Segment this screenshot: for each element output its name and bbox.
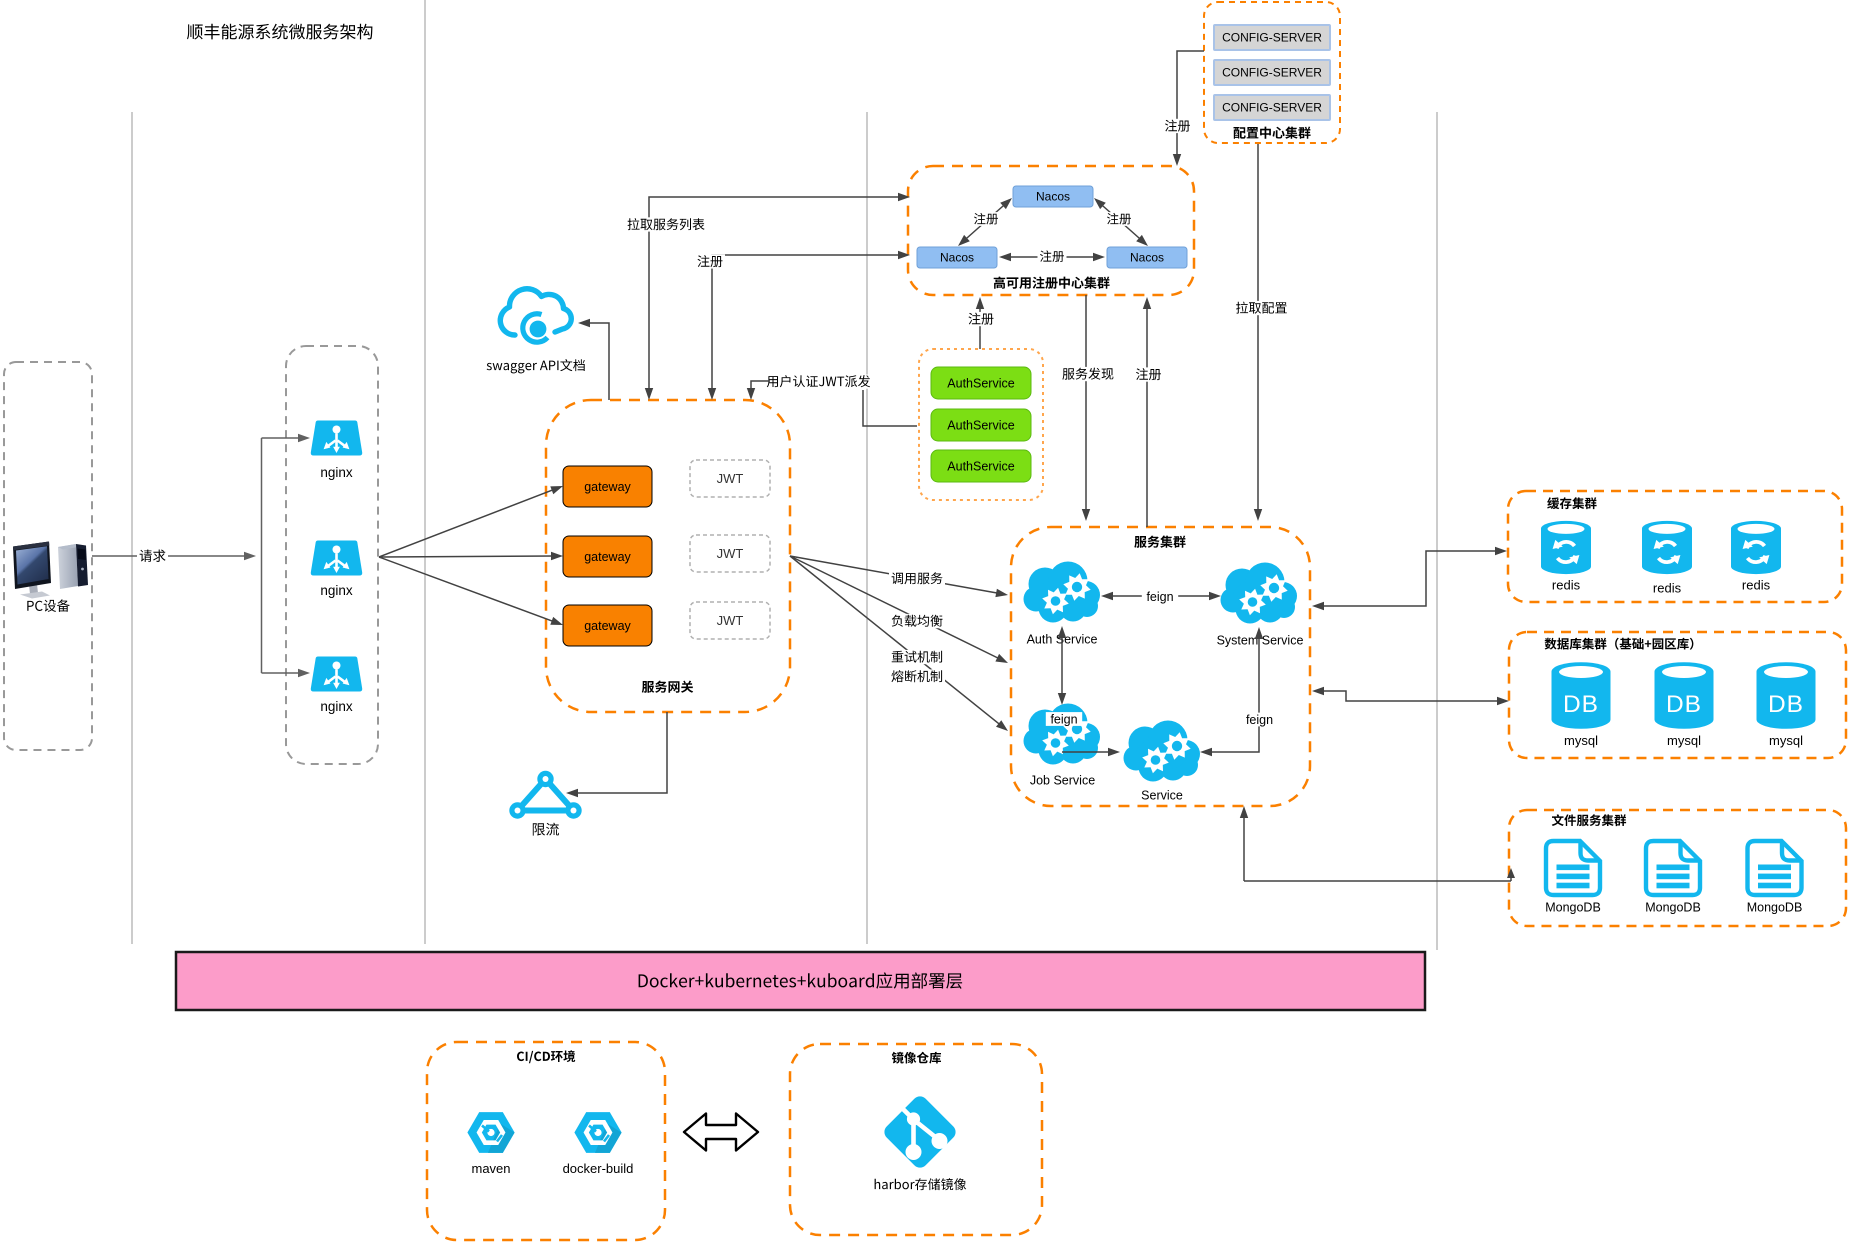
svg-text:mysql: mysql [1667, 733, 1701, 748]
svg-text:Nacos: Nacos [1130, 251, 1164, 265]
svg-text:nginx: nginx [320, 583, 353, 598]
svg-text:AuthService: AuthService [947, 459, 1014, 473]
svg-text:mysql: mysql [1769, 733, 1803, 748]
svg-text:System Service: System Service [1217, 633, 1304, 647]
svg-text:Job Service: Job Service [1030, 773, 1095, 787]
svg-text:docker-build: docker-build [563, 1161, 634, 1176]
svg-text:CONFIG-SERVER: CONFIG-SERVER [1222, 66, 1322, 80]
svg-text:maven: maven [471, 1161, 510, 1176]
svg-text:gateway: gateway [584, 550, 631, 564]
svg-text:JWT: JWT [717, 471, 744, 486]
svg-text:feign: feign [1050, 712, 1077, 726]
svg-text:CONFIG-SERVER: CONFIG-SERVER [1222, 31, 1322, 45]
svg-text:Nacos: Nacos [1036, 190, 1070, 204]
svg-text:redis: redis [1552, 578, 1581, 593]
svg-text:CONFIG-SERVER: CONFIG-SERVER [1222, 101, 1322, 115]
svg-text:MongoDB: MongoDB [1545, 900, 1601, 914]
svg-text:MongoDB: MongoDB [1747, 900, 1803, 914]
svg-text:gateway: gateway [584, 619, 631, 633]
svg-text:JWT: JWT [717, 613, 744, 628]
svg-text:feign: feign [1246, 713, 1273, 727]
svg-text:redis: redis [1742, 578, 1771, 593]
svg-text:JWT: JWT [717, 546, 744, 561]
svg-text:Service: Service [1141, 788, 1183, 802]
svg-text:gateway: gateway [584, 480, 631, 494]
svg-text:nginx: nginx [320, 465, 353, 480]
svg-text:AuthService: AuthService [947, 376, 1014, 390]
svg-text:mysql: mysql [1564, 733, 1598, 748]
svg-text:redis: redis [1653, 581, 1682, 596]
svg-text:feign: feign [1146, 590, 1173, 604]
svg-text:MongoDB: MongoDB [1645, 900, 1701, 914]
svg-text:Nacos: Nacos [940, 251, 974, 265]
svg-text:nginx: nginx [320, 699, 353, 714]
svg-text:AuthService: AuthService [947, 418, 1014, 432]
